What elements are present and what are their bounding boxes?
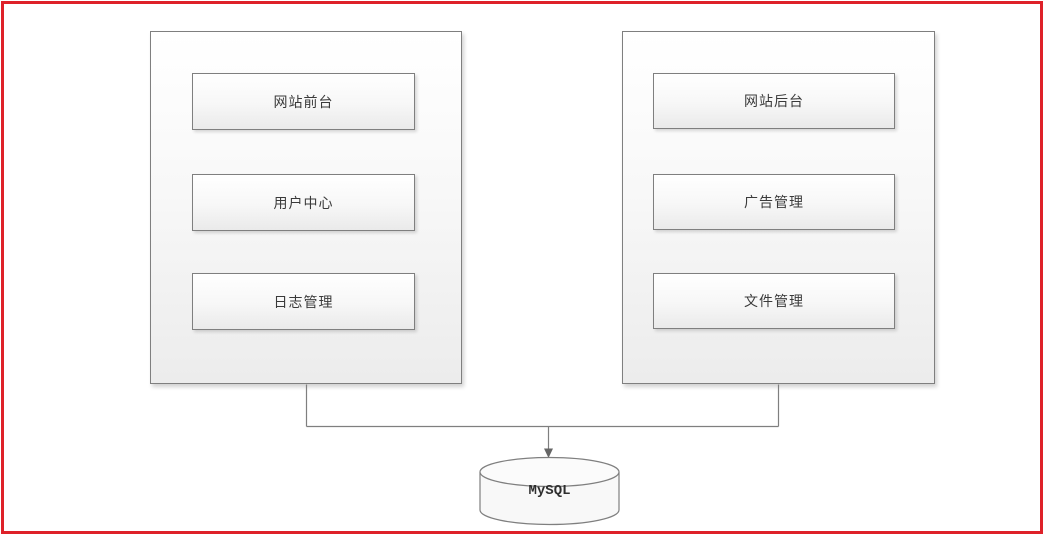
module-log-management: 日志管理 (192, 273, 415, 330)
module-file-management: 文件管理 (653, 273, 895, 329)
frontend-group-panel: 网站前台 用户中心 日志管理 (150, 31, 462, 384)
database-label: MySQL (528, 483, 571, 499)
module-label: 日志管理 (273, 293, 334, 310)
module-website-frontend: 网站前台 (192, 73, 415, 130)
module-label: 文件管理 (744, 293, 804, 309)
module-label: 网站前台 (273, 93, 334, 110)
module-label: 用户中心 (273, 194, 334, 211)
module-user-center: 用户中心 (192, 174, 415, 231)
arrow-down-icon (544, 448, 553, 458)
backend-group-panel: 网站后台 广告管理 文件管理 (622, 31, 935, 384)
module-label: 网站后台 (744, 93, 804, 109)
module-label: 广告管理 (744, 194, 804, 210)
module-website-backend: 网站后台 (653, 73, 895, 129)
module-ad-management: 广告管理 (653, 174, 895, 230)
